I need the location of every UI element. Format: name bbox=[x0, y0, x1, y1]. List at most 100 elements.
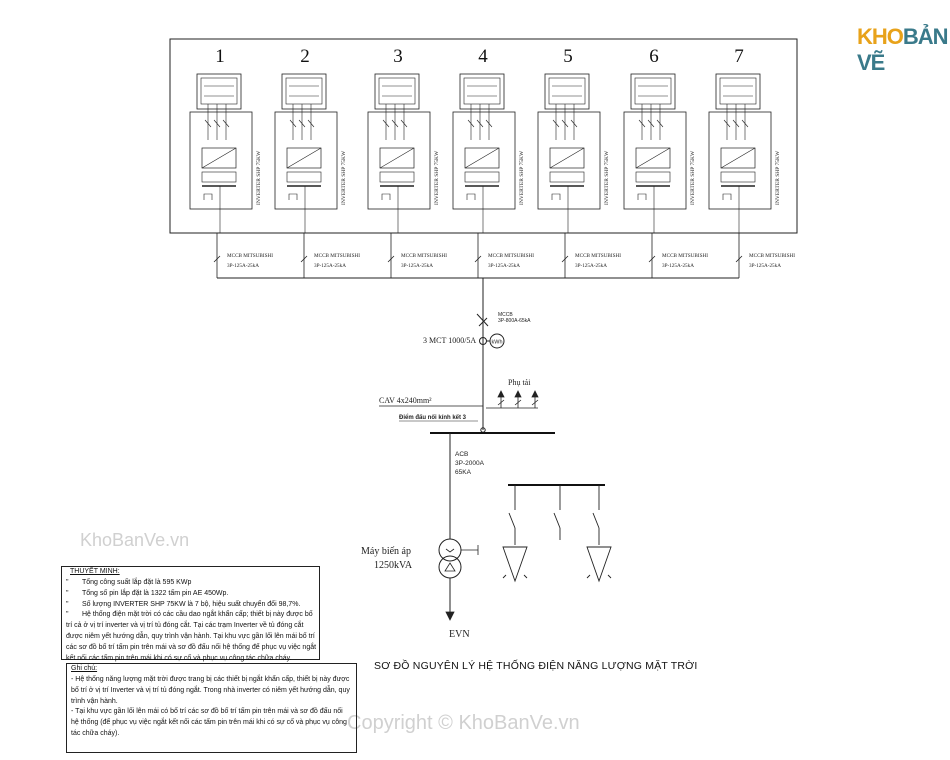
pv-string-frame bbox=[196, 73, 242, 110]
mccb-symbol bbox=[735, 255, 743, 263]
inverter-label: INVERTER SHP 75KW bbox=[341, 150, 347, 205]
transformer-label-line1: Máy biến áp bbox=[361, 546, 411, 557]
pv-array-icon bbox=[200, 77, 238, 105]
converter-icon bbox=[201, 147, 237, 169]
grounding-icon bbox=[551, 193, 561, 200]
description-line: "Tổng công suất lắp đặt là 595 KWp bbox=[66, 578, 192, 586]
mccb-label-line1: MCCB MITSUBISHI bbox=[488, 253, 534, 259]
logo-text-kho: KHO bbox=[857, 24, 904, 49]
main-mccb-line2: 3P-800A-65kA bbox=[498, 318, 531, 324]
dc-breaker-icon bbox=[467, 119, 475, 128]
inverter-box bbox=[274, 111, 338, 210]
pv-array-icon bbox=[548, 77, 586, 105]
inverter-box bbox=[537, 111, 601, 210]
grounding-icon bbox=[288, 193, 298, 200]
dc-breaker-icon bbox=[485, 119, 493, 128]
mccb-label-line1: MCCB MITSUBISHI bbox=[401, 253, 447, 259]
inverter-number: 6 bbox=[649, 46, 659, 67]
khobanve-logo[interactable]: KHOBẢN VẼ bbox=[857, 24, 950, 76]
pv-array-icon bbox=[378, 77, 416, 105]
transformer-secondary-coil bbox=[438, 555, 462, 579]
inverter-output-block bbox=[720, 171, 756, 183]
converter-diagonal bbox=[720, 147, 756, 169]
pv-string-frame bbox=[630, 73, 676, 110]
inverter-box bbox=[189, 111, 253, 210]
converter-icon bbox=[379, 147, 415, 169]
dc-breaker-icon bbox=[289, 119, 297, 128]
transformer-primary-coil bbox=[438, 538, 462, 562]
inverter-output-block bbox=[635, 171, 671, 183]
dc-breaker-icon bbox=[741, 119, 749, 128]
inverter-output-block bbox=[201, 171, 237, 183]
main-mccb-line1: MCCB bbox=[498, 312, 513, 318]
grounding-icon bbox=[637, 193, 647, 200]
inverter-box bbox=[367, 111, 431, 210]
grid-label: EVN bbox=[449, 629, 470, 640]
inverter-box bbox=[708, 111, 772, 210]
converter-icon bbox=[635, 147, 671, 169]
mccb-symbol bbox=[213, 255, 221, 263]
mccb-symbol bbox=[387, 255, 395, 263]
transformer-delta-symbol bbox=[444, 562, 456, 572]
description-text: Hệ thống điện mặt trời có các cầu dao ng… bbox=[66, 611, 317, 662]
ct-label: 3 MCT 1000/5A bbox=[423, 336, 476, 345]
mccb-label-line2: 3P-125A-25kA bbox=[401, 263, 433, 269]
transformer-label-line2: 1250kVA bbox=[374, 560, 413, 571]
dc-breaker-icon bbox=[647, 119, 655, 128]
converter-diagonal bbox=[635, 147, 671, 169]
mccb-symbol bbox=[561, 255, 569, 263]
load-label: Phụ tải bbox=[508, 378, 531, 387]
grounding-icon bbox=[722, 193, 732, 200]
dc-breaker-icon bbox=[476, 119, 484, 128]
distribution-feeders bbox=[502, 485, 612, 583]
dc-breaker-icon bbox=[638, 119, 646, 128]
diagram-title: SƠ ĐỒ NGUYÊN LÝ HỆ THỐNG ĐIỆN NĂNG LƯỢNG… bbox=[374, 660, 698, 672]
dc-breaker-icon bbox=[552, 119, 560, 128]
converter-icon bbox=[720, 147, 756, 169]
description-text: Tổng số pin lắp đặt là 1322 tấm pin AE 4… bbox=[82, 589, 229, 597]
inverter-output-block bbox=[286, 171, 322, 183]
inverter-output-block bbox=[549, 171, 585, 183]
notes-box: Ghi chú: - Hệ thống năng lượng mặt trời … bbox=[66, 663, 357, 753]
dc-breaker-icon bbox=[723, 119, 731, 128]
dc-breaker-icon bbox=[656, 119, 664, 128]
acb-line2: 3P-2000A bbox=[455, 460, 485, 467]
converter-diagonal bbox=[379, 147, 415, 169]
pv-string-frame bbox=[544, 73, 590, 110]
inverter-number: 3 bbox=[393, 46, 403, 67]
converter-diagonal bbox=[286, 147, 322, 169]
inverter-label: INVERTER SHP 75KW bbox=[519, 150, 525, 205]
inverter-label: INVERTER SHP 75KW bbox=[690, 150, 696, 205]
inverter-number: 7 bbox=[734, 46, 744, 67]
mccb-label-line1: MCCB MITSUBISHI bbox=[662, 253, 708, 259]
acb-line1: ACB bbox=[455, 451, 468, 458]
mccb-label-line2: 3P-125A-25kA bbox=[575, 263, 607, 269]
connection-point-label: Điểm đấu nối kính kết 3 bbox=[399, 414, 467, 421]
main-mccb-cross bbox=[478, 317, 488, 327]
kwh-meter-icon bbox=[489, 333, 505, 349]
inverter-number: 1 bbox=[215, 46, 225, 67]
description-text: Số lượng INVERTER SHP 75KW là 7 bộ, hiệu… bbox=[82, 600, 301, 608]
dc-breaker-icon bbox=[307, 119, 315, 128]
transformer-wye-symbol bbox=[445, 548, 455, 553]
mccb-symbol bbox=[648, 255, 656, 263]
description-heading: THUYẾT MINH: bbox=[70, 568, 120, 575]
inverter-output-block bbox=[464, 171, 500, 183]
converter-icon bbox=[464, 147, 500, 169]
mccb-symbol bbox=[300, 255, 308, 263]
pv-array-icon bbox=[463, 77, 501, 105]
mccb-label-line2: 3P-125A-25kA bbox=[314, 263, 346, 269]
inverter-output-block bbox=[379, 171, 415, 183]
inverter-number: 2 bbox=[300, 46, 310, 67]
dc-breaker-icon bbox=[561, 119, 569, 128]
notes-line: - Tại khu vực gần lối lên mái có bố trí … bbox=[71, 708, 347, 738]
pv-string-frame bbox=[281, 73, 327, 110]
dc-breaker-icon bbox=[391, 119, 399, 128]
inverter-label: INVERTER SHP 75KW bbox=[775, 150, 781, 205]
